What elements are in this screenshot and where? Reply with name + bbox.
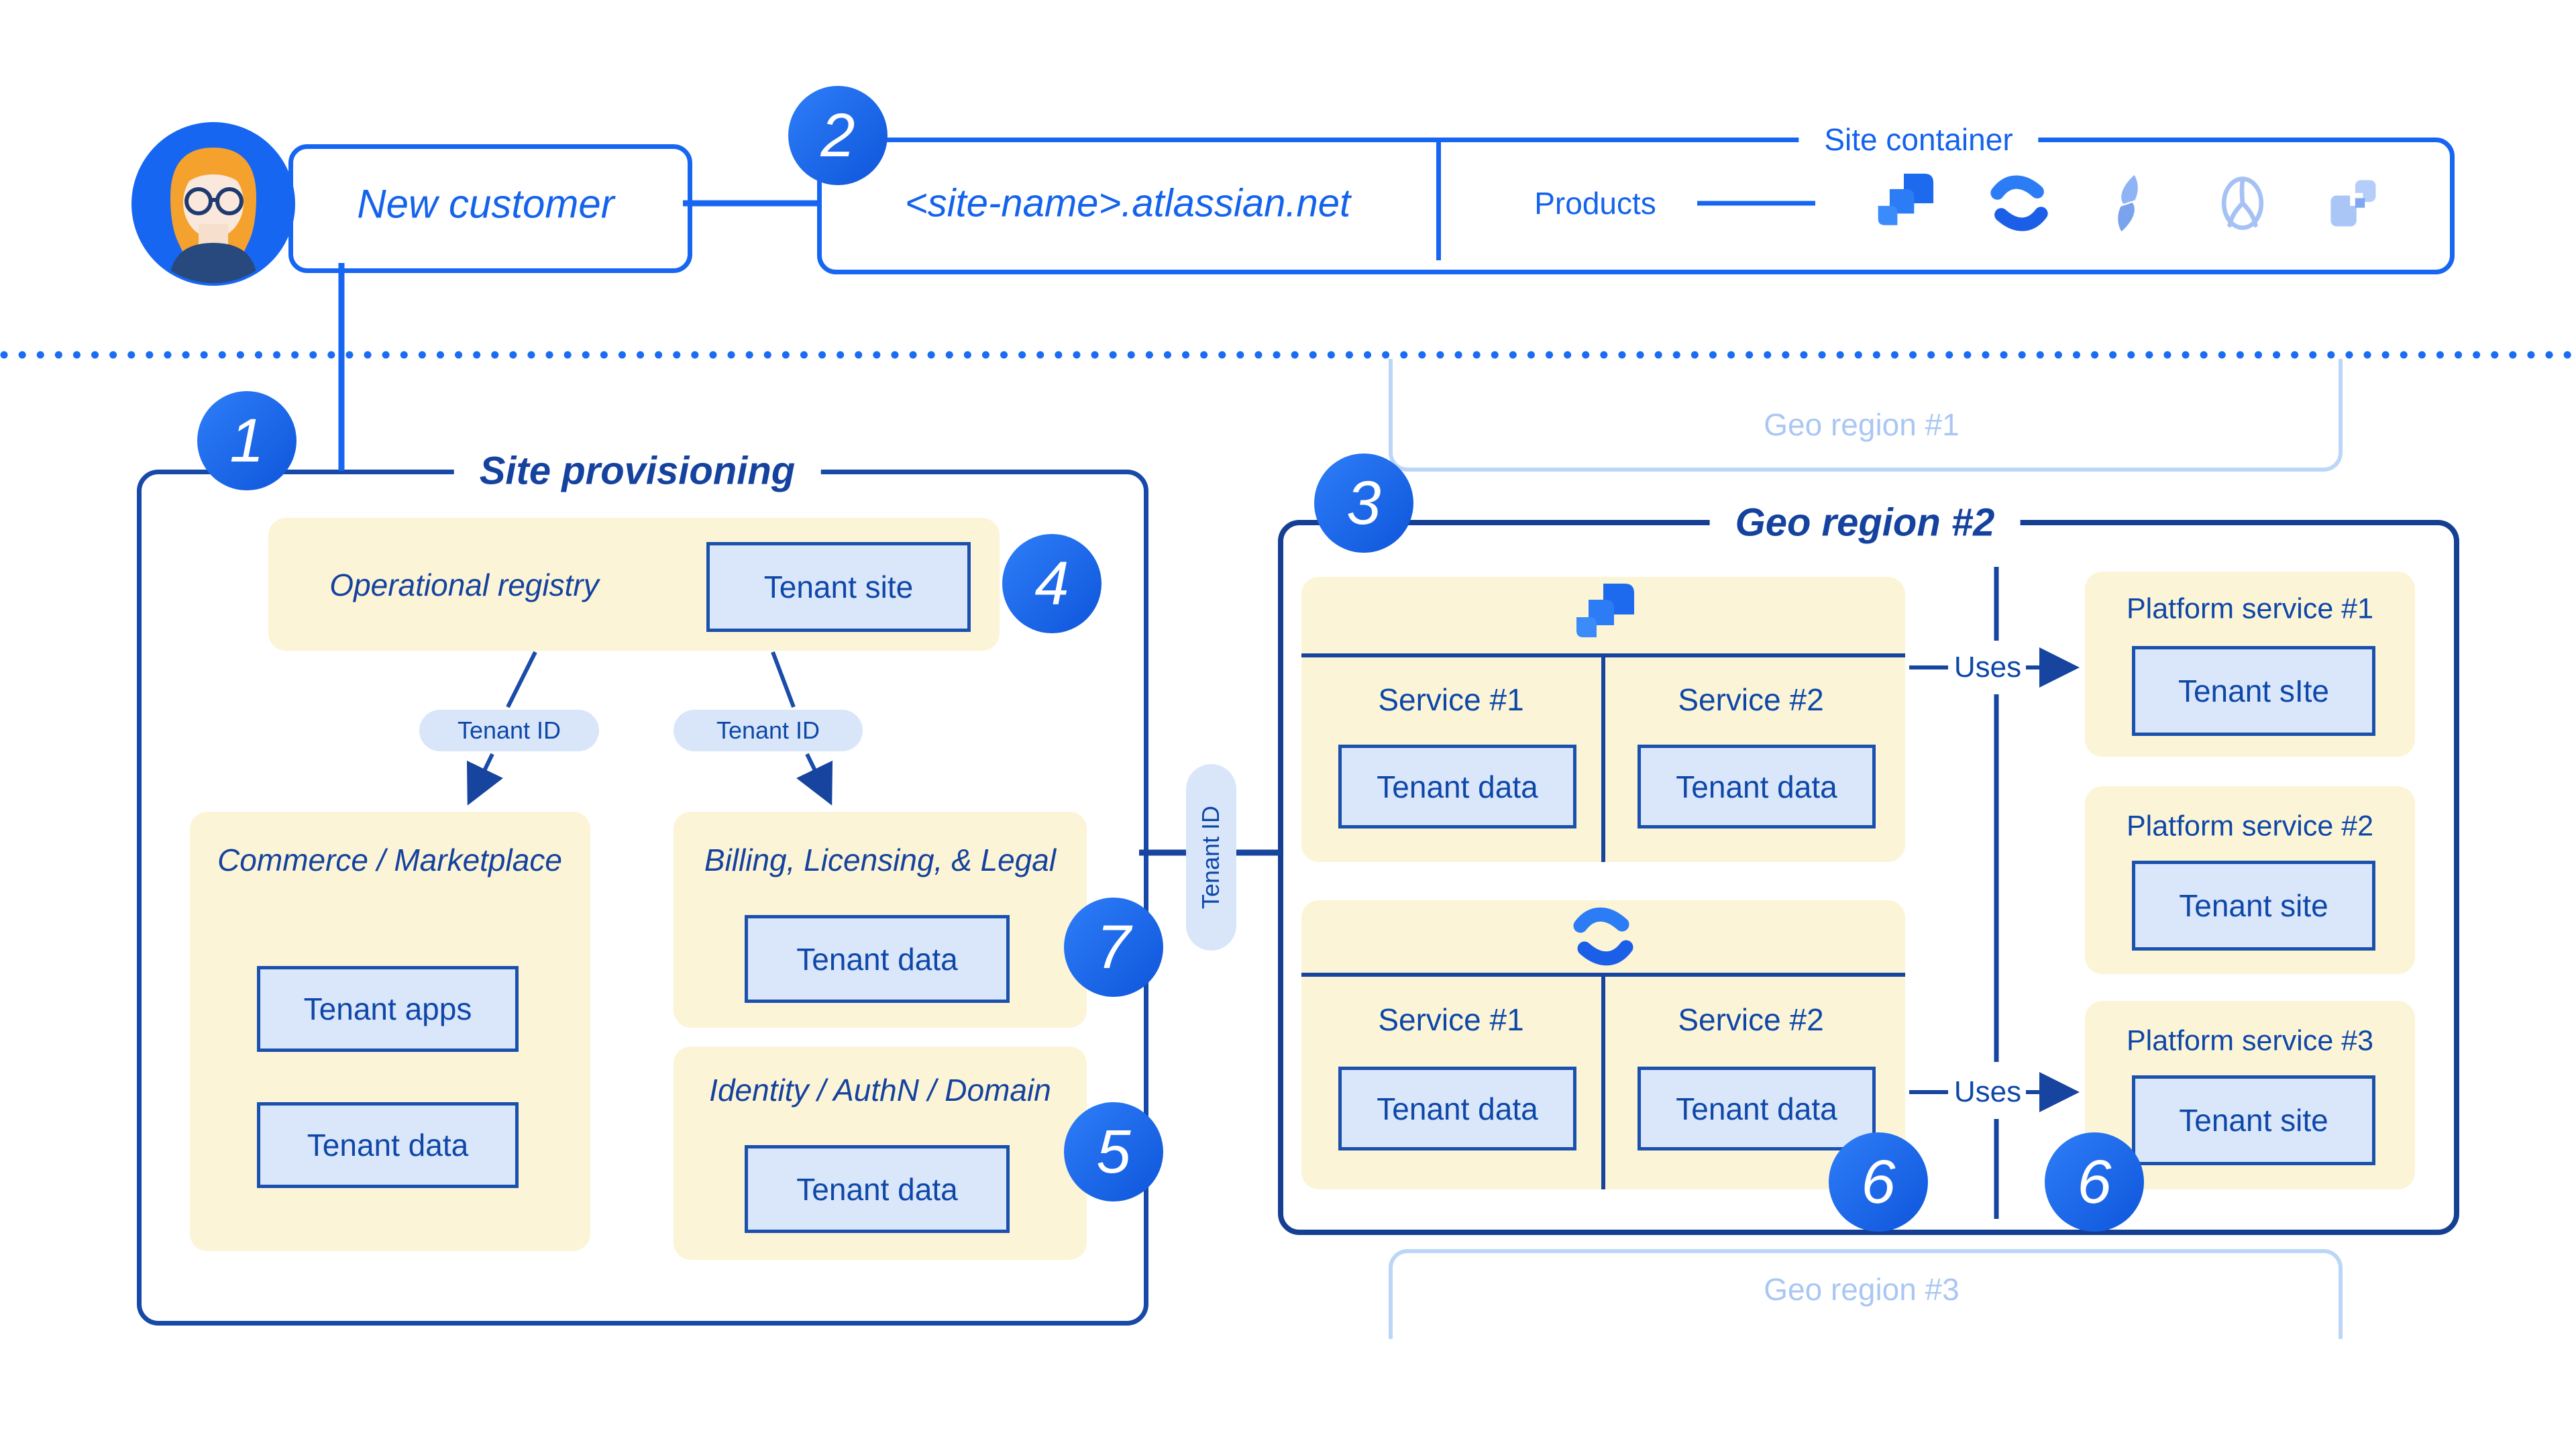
tenant-id-link-pill: Tenant ID [1186, 764, 1236, 951]
platform-service-1-tenant-site-box: Tenant sIte [2132, 646, 2375, 736]
tenant-id-pill-2: Tenant ID [674, 710, 863, 751]
step-badge-6-right: 6 [2045, 1132, 2144, 1232]
badge-number: 4 [1034, 549, 1069, 618]
geo-region-1-label: Geo region #1 [1764, 407, 1960, 442]
jira-service2-tenant-data-box: Tenant data [1638, 745, 1876, 828]
billing-title: Billing, Licensing, & Legal [704, 843, 1057, 877]
badge-number: 7 [1096, 912, 1131, 981]
tenant-site-label: Tenant sIte [2178, 674, 2330, 708]
operational-registry-title: Operational registry [329, 568, 599, 602]
platform-service-2-tenant-site-box: Tenant site [2132, 861, 2375, 951]
step-badge-3: 3 [1314, 453, 1413, 553]
commerce-tenant-data-box: Tenant data [257, 1102, 519, 1188]
geo-region-3-label: Geo region #3 [1764, 1272, 1960, 1307]
confluence-service1-label: Service #1 [1378, 1002, 1524, 1037]
step-badge-5: 5 [1064, 1102, 1163, 1201]
tenant-data-label: Tenant data [1377, 1091, 1538, 1126]
uses-label-2: Uses [1953, 1075, 2022, 1108]
jira-service2-label: Service #2 [1678, 682, 1824, 717]
step-badge-7: 7 [1064, 898, 1163, 997]
globe-icon [2212, 172, 2273, 234]
site-provisioning-title: Site provisioning [453, 448, 821, 494]
identity-tenant-data-box: Tenant data [745, 1145, 1010, 1233]
identity-title: Identity / AuthN / Domain [709, 1073, 1051, 1108]
uses-label-1: Uses [1953, 651, 2022, 684]
customer-avatar-icon [131, 122, 295, 286]
bolt-icon [2097, 172, 2159, 234]
site-url-label: <site-name>.atlassian.net [904, 181, 1351, 225]
badge-number: 3 [1346, 468, 1381, 537]
badge-number: 6 [2077, 1147, 2112, 1216]
confluence-card-vdivider [1601, 973, 1605, 1189]
tenant-site-label: Tenant site [2179, 888, 2328, 923]
badge-number: 5 [1096, 1117, 1131, 1186]
jira-service1-label: Service #1 [1378, 682, 1524, 717]
confluence-service1-tenant-data-box: Tenant data [1338, 1067, 1576, 1150]
tenant-data-label: Tenant data [1377, 769, 1538, 804]
tenant-data-label: Tenant data [307, 1128, 469, 1163]
platform-service-1-title: Platform service #1 [2126, 592, 2374, 625]
tenant-id-pill-1: Tenant ID [419, 710, 599, 751]
step-badge-2: 2 [788, 86, 888, 185]
products-label: Products [1534, 186, 1656, 221]
squares-icon [2322, 172, 2383, 234]
avatar [131, 122, 295, 286]
confluence-icon [1571, 904, 1635, 969]
tenant-data-label: Tenant data [1676, 769, 1837, 804]
confluence-service2-tenant-data-box: Tenant data [1638, 1067, 1876, 1150]
tenant-id-label: Tenant ID [716, 716, 820, 744]
new-customer-box [288, 144, 692, 273]
step-badge-1: 1 [197, 391, 297, 490]
platform-service-2-title: Platform service #2 [2126, 810, 2374, 843]
tenant-data-label: Tenant data [796, 1171, 958, 1207]
commerce-title: Commerce / Marketplace [217, 843, 562, 877]
geo-region-2-title: Geo region #2 [1709, 500, 2021, 545]
badge-number: 2 [820, 101, 855, 170]
tenant-id-label: Tenant ID [457, 716, 561, 744]
tenant-site-label: Tenant site [763, 570, 914, 604]
billing-tenant-data-box: Tenant data [745, 915, 1010, 1003]
badge-number: 1 [229, 406, 264, 475]
platform-service-3-title: Platform service #3 [2126, 1024, 2374, 1057]
jira-icon [1873, 172, 1935, 234]
tenant-data-label: Tenant data [1676, 1091, 1837, 1126]
tenant-apps-label: Tenant apps [303, 991, 472, 1026]
tenant-apps-box: Tenant apps [257, 966, 519, 1052]
jira-card-vdivider [1601, 653, 1605, 862]
platform-service-3-tenant-site-box: Tenant site [2132, 1075, 2375, 1165]
step-badge-4: 4 [1002, 534, 1102, 633]
jira-service1-tenant-data-box: Tenant data [1338, 745, 1576, 828]
geo-region-1-frame [1389, 359, 2343, 472]
tenant-data-label: Tenant data [796, 941, 958, 977]
site-container-label: Site container [1799, 121, 2039, 158]
tenant-site-box: Tenant site [706, 542, 971, 632]
badge-number: 6 [1861, 1147, 1896, 1216]
jira-icon [1571, 582, 1635, 647]
tenant-site-label: Tenant site [2179, 1103, 2328, 1138]
step-badge-6-left: 6 [1829, 1132, 1928, 1232]
tenant-id-vertical-label: Tenant ID [1197, 805, 1225, 910]
confluence-service2-label: Service #2 [1678, 1002, 1824, 1037]
confluence-icon [1988, 172, 2050, 234]
site-container-box [817, 138, 2455, 274]
site-container-divider [1436, 142, 1441, 260]
new-customer-label: New customer [357, 181, 614, 227]
geo-region-3-frame [1389, 1249, 2343, 1339]
